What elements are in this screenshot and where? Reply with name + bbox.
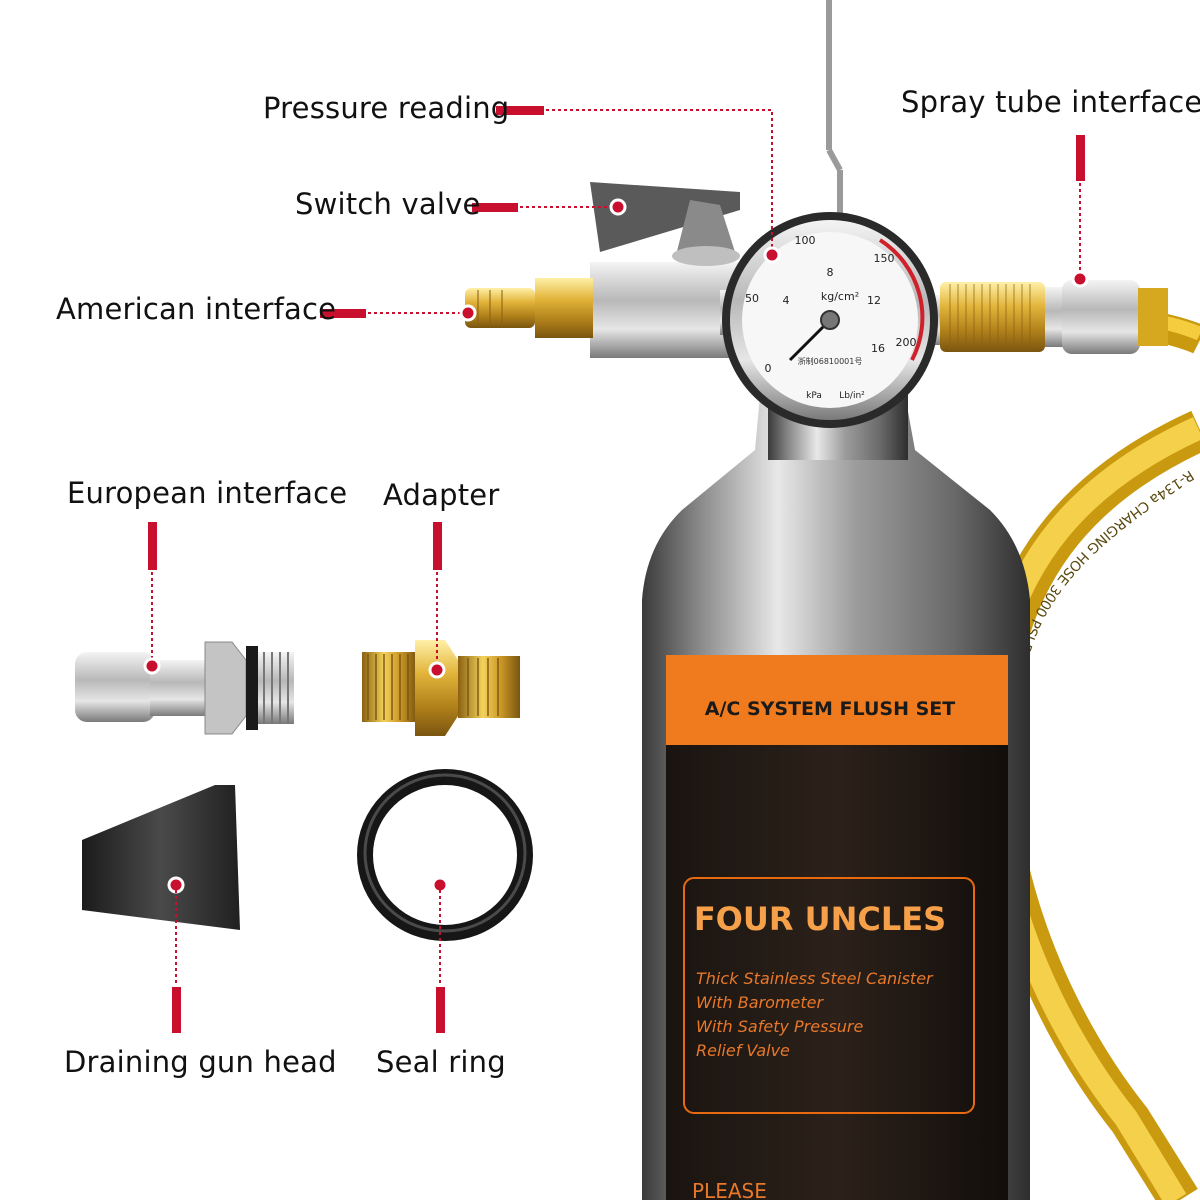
orange-label-band	[666, 655, 1008, 745]
gauge-inner-8: 8	[827, 266, 834, 279]
switch-valve-handle	[590, 182, 740, 266]
canister-top-label: A/C SYSTEM FLUSH SET	[705, 698, 955, 720]
feature-line-4: Relief Valve	[696, 1041, 790, 1060]
american-interface-fitting	[465, 278, 593, 338]
label-spray-tube-interface: Spray tube interface	[901, 85, 1200, 119]
gauge-hub	[820, 310, 840, 330]
pressure-gauge: 0 50 100 150 200 4 8 12 16 kg/cm² 浙制0681…	[722, 212, 938, 428]
gauge-tick-200: 200	[896, 336, 917, 349]
label-european-interface: European interface	[67, 476, 348, 510]
draining-gun-head-part	[82, 785, 240, 930]
brand-name: FOUR UNCLES	[694, 900, 946, 938]
gauge-psi: Lb/in²	[839, 391, 865, 401]
flush-canister: A/C SYSTEM FLUSH SET FOUR UNCLES Thick S…	[642, 395, 1030, 1200]
gauge-inner-12: 12	[867, 294, 881, 307]
label-pressure-reading: Pressure reading	[263, 91, 510, 125]
gauge-code: 浙制06810001号	[798, 356, 863, 366]
feature-list: Thick Stainless Steel Canister With Baro…	[696, 969, 934, 1060]
european-interface-part	[75, 641, 294, 735]
gauge-kpa: kPa	[806, 391, 822, 401]
gauge-tick-0: 0	[765, 362, 772, 375]
gauge-inner-4: 4	[783, 294, 790, 307]
dark-label-panel	[666, 745, 1008, 1200]
callout-leaders	[143, 106, 1089, 1033]
dip-tube-rod	[826, 0, 843, 240]
spray-tube-fitting	[910, 280, 1168, 354]
feature-line-3: With Safety Pressure	[696, 1017, 863, 1036]
gauge-tick-150: 150	[874, 252, 895, 265]
brand-box	[683, 877, 975, 1114]
gauge-tick-100: 100	[795, 234, 816, 247]
label-draining-gun-head: Draining gun head	[64, 1045, 337, 1079]
feature-line-1: Thick Stainless Steel Canister	[696, 969, 934, 988]
label-american-interface: American interface	[56, 292, 337, 326]
adapter-part	[362, 640, 520, 736]
feature-line-2: With Barometer	[696, 993, 824, 1012]
label-seal-ring: Seal ring	[376, 1045, 506, 1079]
gauge-tick-50: 50	[745, 292, 759, 305]
gauge-inner-16: 16	[871, 342, 885, 355]
label-adapter: Adapter	[383, 478, 500, 512]
gauge-unit: kg/cm²	[821, 290, 859, 303]
seal-ring-part	[357, 769, 533, 941]
canister-bottom-text: PLEASE	[692, 1179, 767, 1200]
label-switch-valve: Switch valve	[295, 187, 481, 221]
